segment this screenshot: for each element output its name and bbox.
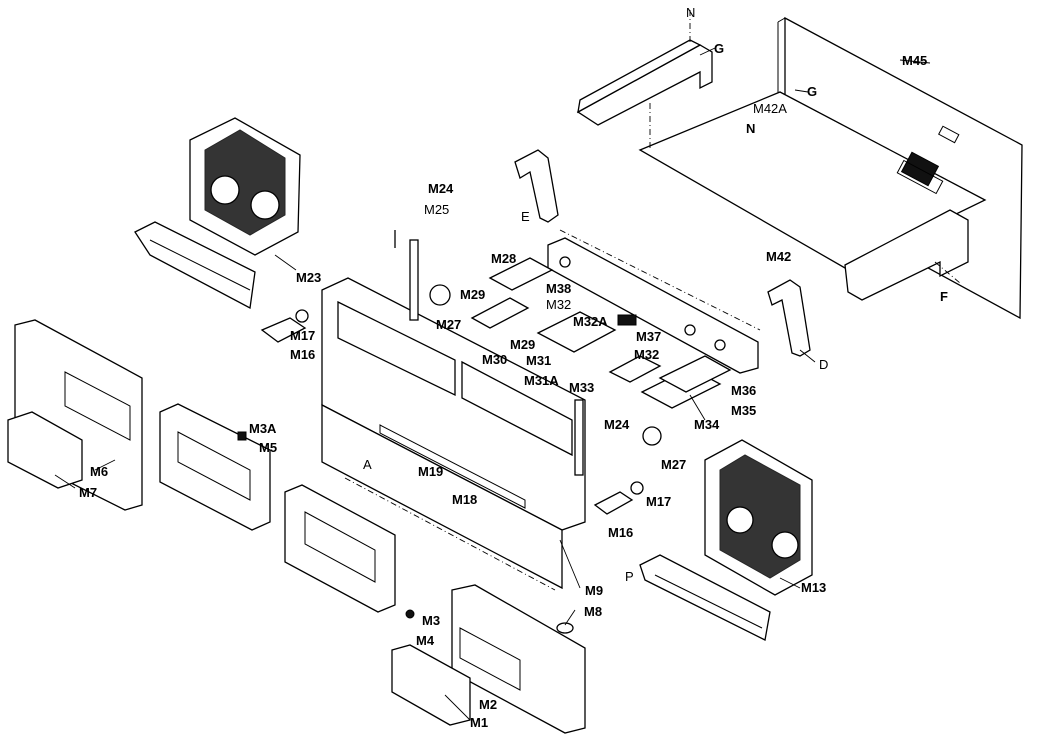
callout-m32-a: M32 [546,297,572,312]
deck-mechanism-right [639,439,813,641]
callout-m32a: M32A [573,314,608,329]
callout-m2: M2 [479,697,498,712]
callout-m42: M42 [766,249,792,264]
deck-mechanism-left [134,117,301,310]
callout-m38: M38 [546,281,572,296]
callout-m6: M6 [90,464,109,479]
callout-m3a: M3A [249,421,277,436]
callout-m16-r: M16 [608,525,634,540]
callout-a: A [363,457,372,472]
callout-m1: M1 [470,715,489,730]
callout-m45: M45 [902,53,928,68]
right-cassette-door [284,484,415,619]
callout-m23: M23 [296,270,322,285]
callout-m16-l: M16 [290,347,316,362]
callout-m19: M19 [418,464,444,479]
callout-m28: M28 [491,251,517,266]
callout-m35: M35 [731,403,757,418]
callout-m8: M8 [584,604,603,619]
callout-m34: M34 [694,417,720,432]
callout-m33: M33 [569,380,595,395]
callout-e: E [521,209,530,224]
callout-m3: M3 [422,613,441,628]
callout-p: P [625,569,634,584]
spring-m24-m25 [394,230,584,476]
callout-m5: M5 [259,440,278,455]
callout-m42a: M42A [753,101,787,116]
callout-m27-b: M27 [661,457,687,472]
callout-g-mid: G [807,84,818,99]
callout-m24-top: M24 [428,181,454,196]
callout-m17-l: M17 [290,328,316,343]
cassette-holder-frame [321,277,586,591]
callout-m18: M18 [452,492,478,507]
bracket-e [514,149,559,223]
callout-m13: M13 [801,580,827,595]
callout-m31a: M31A [524,373,559,388]
callout-m25: M25 [424,202,450,217]
callout-m27-a: M27 [436,317,462,332]
callout-m30: M30 [482,352,508,367]
main-board-m42a [638,91,987,269]
top-bracket-g [576,10,713,126]
callout-m32-b: M32 [634,347,660,362]
callout-n-mid: N [746,121,756,136]
callout-m4: M4 [416,633,435,648]
left-cassette-door [159,403,271,531]
callout-d: D [819,357,829,372]
callout-m17-r: M17 [646,494,672,509]
callout-m7: M7 [79,485,98,500]
callout-m31: M31 [526,353,552,368]
callout-m9: M9 [585,583,604,598]
callout-g-top: G [714,41,725,56]
left-front-panel [7,319,143,511]
callout-m29-b: M29 [510,337,536,352]
side-bracket-f [844,209,969,301]
callout-f: F [940,289,948,304]
callout-m29-a: M29 [460,287,486,302]
callout-m24-r: M24 [604,417,630,432]
small-parts [260,309,644,515]
mechanism-board [429,229,761,446]
leader-lines [54,47,931,721]
callout-m37: M37 [636,329,662,344]
front-panel-m1-m2 [391,584,586,734]
callout-n-top: N [686,5,696,20]
bracket-d [767,279,811,357]
callout-m36: M36 [731,383,757,398]
